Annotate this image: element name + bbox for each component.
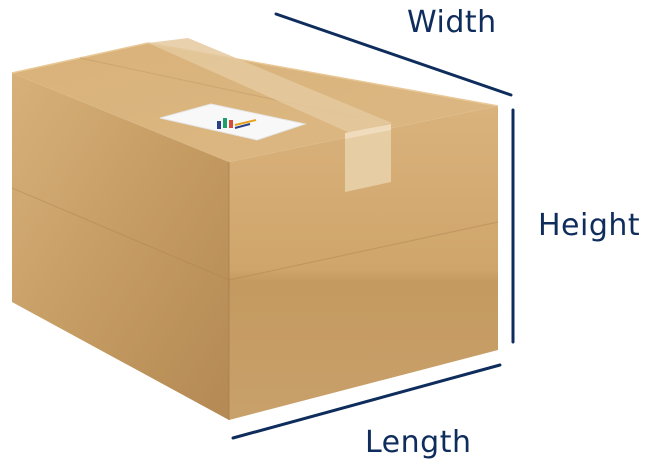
height-label: Height [538,211,640,241]
length-label: Length [365,428,471,458]
cardboard-box [12,38,498,420]
width-label: Width [407,8,497,38]
